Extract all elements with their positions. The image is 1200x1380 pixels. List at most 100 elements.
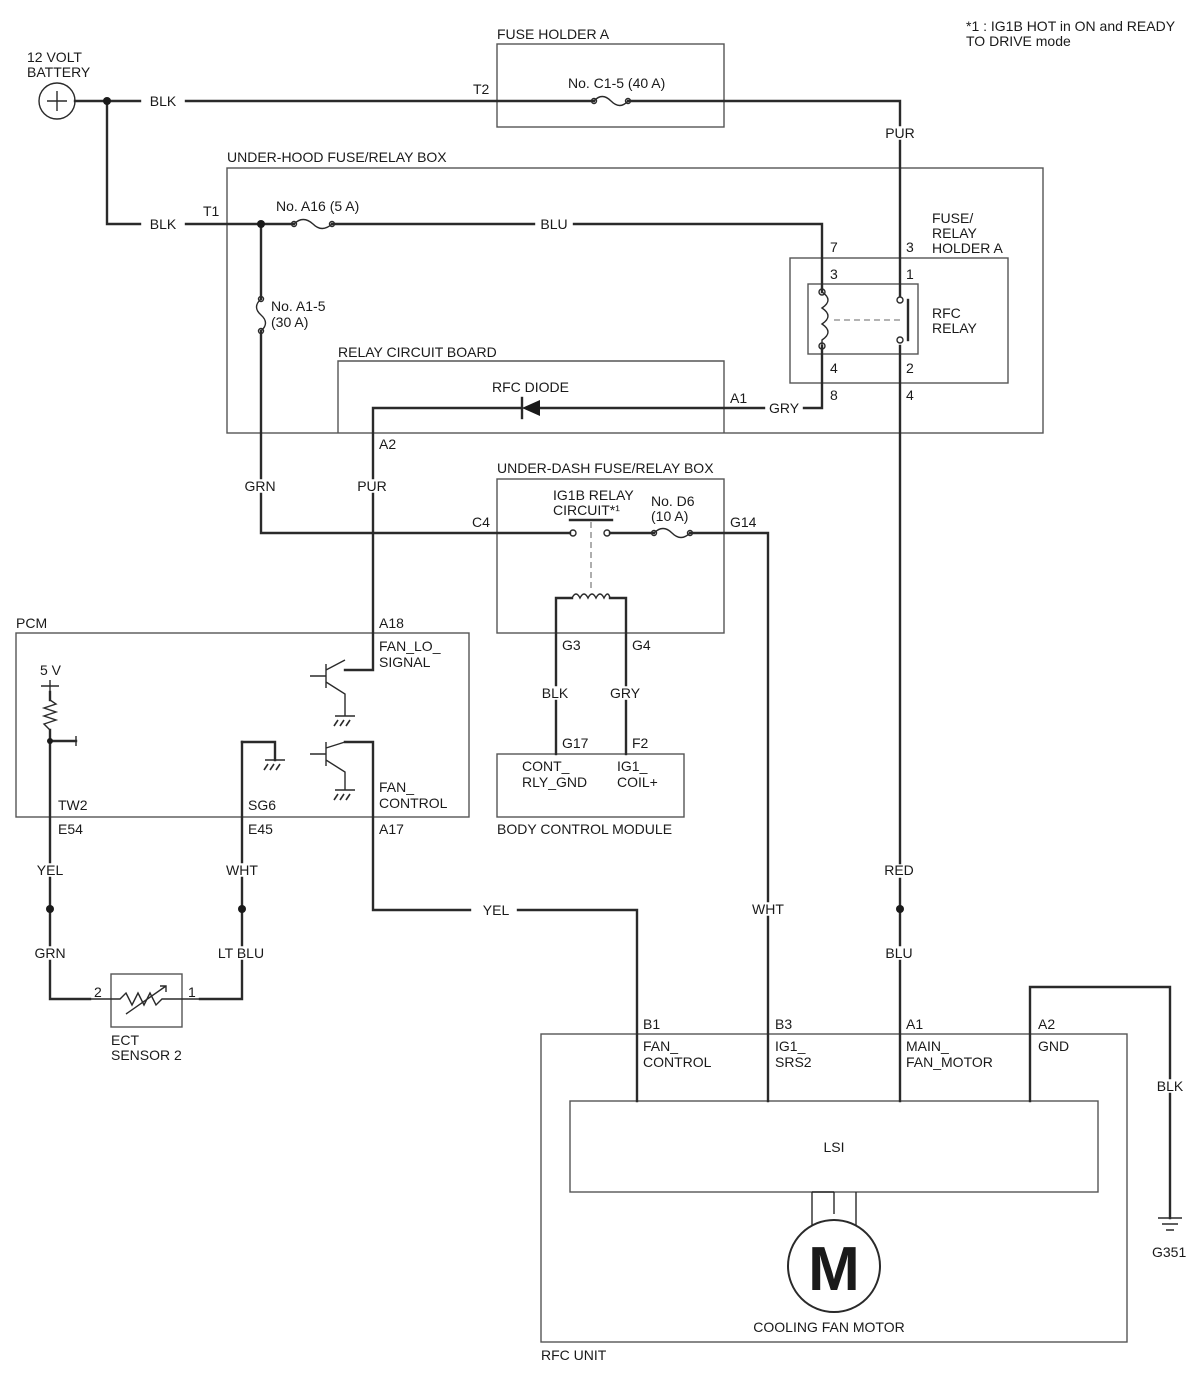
bcm-cont-label: RLY_GND — [522, 774, 587, 790]
motor-leads — [811, 1191, 857, 1226]
fuse-terminal — [650, 529, 658, 537]
labels: *1 : IG1B HOT in ON and READY TO DRIVE m… — [16, 18, 1186, 1363]
ect-pin: 2 — [94, 984, 102, 1000]
wire-color-label: WHT — [752, 901, 784, 917]
fan-control-label: FAN_ — [379, 779, 414, 795]
wire-color-label: YEL — [37, 862, 64, 878]
wire-color-label: GRN — [34, 945, 65, 961]
ground-icon — [263, 759, 285, 771]
fan-control-label: CONTROL — [379, 795, 448, 811]
transistor-lo-icon — [310, 659, 346, 716]
rfc-unit-box — [540, 1033, 1128, 1343]
wire-color-label: BLK — [542, 685, 569, 701]
term-t1: T1 — [203, 203, 220, 219]
ground-g351-icon — [1158, 1217, 1182, 1231]
wire-color-label: RED — [884, 862, 914, 878]
fuse-a1-5-label: (30 A) — [271, 314, 308, 330]
rfc-unit-title: RFC UNIT — [541, 1347, 607, 1363]
fan-lo-signal-label: FAN_LO_ — [379, 638, 441, 654]
rfc-main-fan: FAN_MOTOR — [906, 1054, 993, 1070]
term-a2-rfc: A2 — [1038, 1016, 1055, 1032]
ect-label: SENSOR 2 — [111, 1047, 182, 1063]
fuse-c1-5-label: No. C1-5 (40 A) — [568, 75, 665, 91]
bcm-box — [496, 753, 685, 818]
wire-color-label: PUR — [357, 478, 387, 494]
term-e45: E45 — [248, 821, 273, 837]
splice-point — [46, 905, 54, 913]
pin-label: 7 — [830, 239, 838, 255]
bcm-title: BODY CONTROL MODULE — [497, 821, 672, 837]
wire-color-label: YEL — [483, 902, 510, 918]
rfc-ig1-srs2: IG1_ — [775, 1038, 806, 1054]
splice-point — [896, 905, 904, 913]
term-a1-rfc: A1 — [906, 1016, 923, 1032]
wire-color-label: PUR — [885, 125, 915, 141]
v5-label: 5 V — [40, 662, 62, 678]
battery-label: 12 VOLT — [27, 49, 82, 65]
lsi-label: LSI — [823, 1139, 844, 1155]
fuse-holder-a-box — [496, 43, 725, 128]
wire-color-label: BLU — [885, 945, 912, 961]
rfc-main-fan: MAIN_ — [906, 1038, 949, 1054]
relay-terminal — [603, 529, 611, 537]
diode-icon — [522, 400, 540, 416]
thermistor-arrow-icon — [125, 985, 167, 1015]
pin-label: 2 — [906, 360, 914, 376]
fuse-terminal — [257, 327, 265, 335]
term-g17: G17 — [562, 735, 589, 751]
ect-pin: 1 — [188, 984, 196, 1000]
wires — [48, 99, 1172, 1220]
motor-symbol: M — [808, 1235, 860, 1304]
fuse-d6-label: (10 A) — [651, 508, 688, 524]
splice-point — [257, 220, 265, 228]
splice-point — [103, 97, 111, 105]
fuse-c1-5-icon — [593, 95, 629, 107]
term-g14: G14 — [730, 514, 757, 530]
relay-terminal — [818, 288, 826, 296]
note-line2: TO DRIVE mode — [966, 33, 1071, 49]
term-sg6: SG6 — [248, 797, 276, 813]
relay-board-title: RELAY CIRCUIT BOARD — [338, 344, 497, 360]
term-t2: T2 — [473, 81, 490, 97]
term-g4: G4 — [632, 637, 651, 653]
splice-point — [238, 905, 246, 913]
rfc-relay-box — [807, 283, 919, 355]
term-c4: C4 — [472, 514, 490, 530]
fuse-relay-holder-title: HOLDER A — [932, 240, 1003, 256]
relay-terminal — [896, 336, 904, 344]
ig1b-relay-label: IG1B RELAY — [553, 487, 634, 503]
ig1b-relay-label: CIRCUIT*¹ — [553, 502, 620, 518]
pin-label: 3 — [830, 266, 838, 282]
term-a1: A1 — [730, 390, 747, 406]
bcm-ig1-label: IG1_ — [617, 758, 648, 774]
term-f2: F2 — [632, 735, 649, 751]
fuse-a1-5-label: No. A1-5 — [271, 298, 326, 314]
fuse-d6-label: No. D6 — [651, 493, 695, 509]
rfc-relay-label: RELAY — [932, 320, 978, 336]
pin-label: 4 — [830, 360, 838, 376]
term-a2: A2 — [379, 436, 396, 452]
rfc-diode-label: RFC DIODE — [492, 379, 569, 395]
fan-lo-signal-label: SIGNAL — [379, 654, 431, 670]
fuse-a1-5-icon — [255, 298, 267, 332]
term-a17: A17 — [379, 821, 404, 837]
relay-terminal — [896, 296, 904, 304]
battery-plus-icon — [47, 91, 67, 111]
fuse-relay-holder-title: FUSE/ — [932, 210, 973, 226]
motor-icon — [787, 1219, 881, 1313]
wire-color-label: BLU — [540, 216, 567, 232]
term-a18: A18 — [379, 615, 404, 631]
thermistor-icon — [90, 991, 200, 1007]
term-tw2: TW2 — [58, 797, 88, 813]
pullup-resistor-icon — [41, 699, 59, 731]
relay-coil-icon — [820, 291, 829, 346]
under-hood-box — [226, 167, 1044, 434]
under-dash-title: UNDER-DASH FUSE/RELAY BOX — [497, 460, 714, 476]
note-line1: *1 : IG1B HOT in ON and READY — [966, 18, 1176, 34]
wire-color-label: BLK — [150, 93, 177, 109]
ground-g351-label: G351 — [1152, 1244, 1186, 1260]
rfc-gnd: GND — [1038, 1038, 1069, 1054]
fuse-holder-a-title: FUSE HOLDER A — [497, 26, 610, 42]
relay-circuit-board-box — [337, 360, 725, 433]
